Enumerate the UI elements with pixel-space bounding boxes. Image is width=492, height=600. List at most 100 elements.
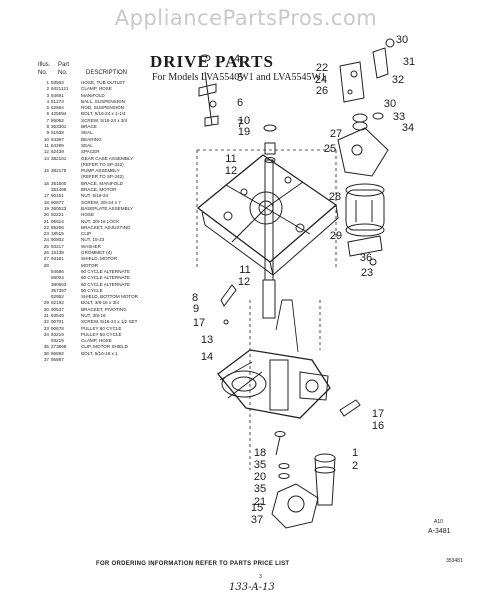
part-number: 86062	[51, 117, 64, 123]
part-key: 16	[43, 180, 49, 186]
part-description: PUMP ASSEMBLY	[81, 168, 120, 174]
part-description: 50 CYCLE	[81, 287, 103, 293]
part-number: 425594	[51, 111, 67, 117]
part-key: 7	[46, 117, 49, 123]
part-description: SEAL	[81, 130, 93, 136]
part-description: BRACE, MOTOR	[81, 187, 117, 193]
motor-shield	[337, 127, 389, 177]
part-key: 19	[43, 205, 49, 211]
callout-number: 32	[391, 74, 405, 86]
pivot-bracket	[339, 38, 395, 103]
part-number: 90678	[51, 325, 64, 331]
part-description: BASEPLATE ASSEMBLY	[81, 205, 133, 211]
pulley	[352, 112, 384, 131]
part-key: 11	[44, 142, 49, 148]
part-number: 9421121	[51, 86, 69, 92]
part-number: 62192	[51, 300, 64, 306]
part-number: 62564	[51, 105, 64, 111]
tub-outlet-hose	[314, 453, 336, 506]
part-key: 1	[46, 80, 49, 85]
callout-number: 35	[253, 459, 267, 471]
header-description: DESCRIPTION	[86, 70, 128, 76]
parts-row: (REFER TO SP-342)	[36, 174, 186, 180]
part-key: 28	[43, 262, 49, 268]
callout-number: 28	[328, 191, 342, 203]
suspension-rod	[198, 71, 219, 127]
part-description: BRACE	[81, 124, 97, 130]
callout-number: 21	[253, 496, 267, 508]
part-key: 14	[43, 155, 49, 161]
part-description: (REFER TO SP-342)	[81, 174, 124, 180]
part-description: BALL, SUSPENSION	[81, 98, 125, 104]
part-key: 8	[46, 124, 49, 130]
part-description: BRACE, MANIFOLD	[81, 180, 124, 186]
part-key: 36	[43, 350, 49, 356]
part-description: NUT, 3/8-16 LOCK	[81, 218, 120, 224]
callout-number: 10	[237, 115, 251, 127]
guide-lines	[196, 149, 337, 470]
part-number: 360523	[51, 205, 67, 211]
part-key: 32	[43, 319, 49, 325]
part-description: SCREW, 3/8-24 x 7	[81, 199, 121, 205]
callout-number: 17	[192, 317, 206, 329]
motor	[345, 183, 385, 266]
part-description: CLAMP, HOSE	[81, 86, 112, 92]
page-subtitle: For Models LVA5540W1 and LVA5545W1	[152, 72, 326, 83]
part-number: 273868	[51, 344, 67, 350]
part-key: 15	[43, 168, 49, 174]
header-no-2: No.	[58, 70, 68, 76]
part-key: 9	[46, 130, 49, 136]
part-number: 90802	[51, 237, 64, 243]
callout-number: 7	[236, 118, 244, 130]
callout-number: 4	[233, 53, 241, 65]
callout-number: 11	[225, 153, 237, 165]
callout-number: 9	[192, 303, 200, 315]
suspension-ball	[199, 54, 211, 62]
part-number: 382101	[51, 155, 67, 161]
watermark: AppliancePartsPros.com	[114, 6, 378, 30]
part-key: 22	[43, 224, 49, 230]
part-key: 31	[43, 312, 49, 318]
callout-number: 15	[250, 502, 264, 514]
part-number: 380663	[51, 281, 67, 287]
part-key: 30	[43, 306, 49, 312]
part-key: 27	[43, 256, 49, 262]
part-key: 20	[43, 212, 49, 218]
part-key: 25	[43, 243, 49, 249]
part-description: CLIP, MOTOR SHIELD	[81, 344, 129, 350]
part-description: (REFER TO SP-342)	[81, 161, 124, 167]
callout-number: 19	[237, 126, 251, 138]
callout-number: 13	[200, 334, 214, 346]
part-description: BRACKET, ADJUSTING	[81, 224, 131, 230]
part-description: ROD, SUSPENSION	[81, 105, 124, 111]
part-number: 51938	[51, 130, 64, 136]
header-no: No.	[38, 70, 48, 76]
part-description: HOSE, TUB OUTLET	[81, 80, 126, 85]
part-description: BOLT, 3/8-16 x 3/4	[81, 300, 119, 306]
part-key: 17	[43, 193, 49, 199]
part-key: 6	[46, 111, 49, 117]
part-number: 81273	[51, 98, 64, 104]
